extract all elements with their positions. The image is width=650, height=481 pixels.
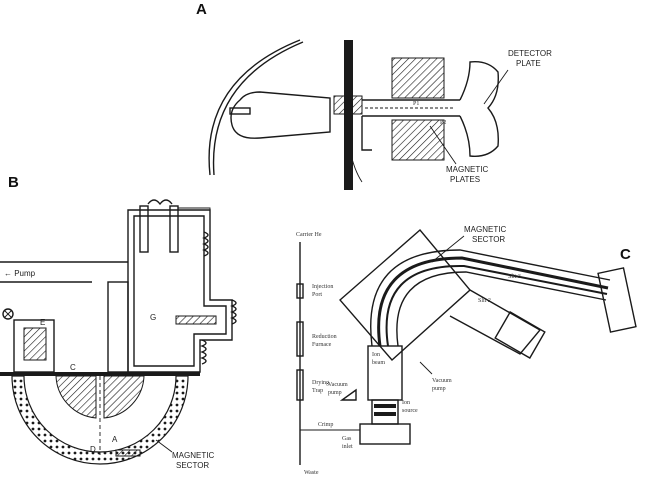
detector-pointer: [483, 69, 509, 105]
sector-c-pointer: [431, 235, 465, 263]
furnace-core: [23, 327, 47, 361]
glass-bulb: [230, 91, 331, 139]
label-vacuum-2-2: pump: [432, 386, 446, 392]
label-a: A: [112, 435, 118, 444]
label-drying-1: Drying: [312, 380, 329, 386]
label-slit3: Slit 3: [508, 274, 521, 280]
magnet-sector-box: [339, 229, 471, 361]
magnet-upper: [391, 57, 445, 99]
label-pump: ← Pump: [4, 269, 36, 278]
label-waste: Waste: [304, 470, 319, 476]
lead-wire: [349, 149, 363, 183]
electrode-left: [139, 205, 149, 253]
panel-a-letter: A: [196, 1, 207, 18]
label-ion-beam-1: Ion: [372, 352, 380, 358]
label-p2: P2: [440, 120, 446, 126]
plates-pointer: [429, 125, 457, 165]
beam-path-2: [385, 264, 608, 347]
label-magnetic-plates-1: MAGNETIC: [446, 165, 488, 174]
central-pole: [344, 40, 353, 190]
housing: [127, 209, 233, 373]
housing-inner: [133, 215, 227, 367]
label-vacuum-2-1: Vacuum: [432, 378, 452, 384]
source-block: [333, 95, 363, 115]
electrode-right: [169, 205, 179, 253]
wire-right: [178, 207, 211, 228]
label-detector-2: PLATE: [516, 59, 541, 68]
resistor-top: [202, 231, 209, 257]
label-crimp: Crimp: [318, 422, 333, 428]
label-sector-b-2: SECTOR: [176, 461, 209, 470]
collector-slit2: [494, 311, 546, 359]
label-sector-c-2: SECTOR: [472, 235, 505, 244]
sector-b-pointer: [155, 439, 173, 453]
label-gas-2: inlet: [342, 444, 353, 450]
label-ion-beam-2: beam: [372, 360, 385, 366]
label-g: G: [150, 313, 156, 322]
label-sector-c-1: MAGNETIC: [464, 225, 506, 234]
label-gas-1: Gas: [342, 436, 352, 442]
label-vacuum-1-2: pump: [328, 390, 342, 396]
support-bracket: [361, 116, 372, 151]
valve-cross-2: [3, 309, 13, 319]
pump-2-pointer: [419, 361, 433, 375]
detector-flare: [459, 61, 499, 157]
label-injection-1: Injection: [312, 284, 333, 290]
beam-path-1: [377, 256, 609, 347]
label-injection-2: Port: [312, 292, 322, 298]
label-sector-b-1: MAGNETIC: [172, 451, 214, 460]
chamber-left: [107, 281, 129, 373]
panel-c: C Carrier He Injection Port Reduction Fu…: [296, 225, 637, 476]
label-carrier: Carrier He: [296, 232, 322, 238]
label-magnetic-plates-2: PLATES: [450, 175, 480, 184]
label-detector-1: DETECTOR: [508, 49, 552, 58]
source-plate-2: [374, 412, 396, 416]
top-coil: [147, 199, 173, 206]
beam-inner: [396, 271, 607, 347]
label-drying-2: Trap: [312, 388, 323, 394]
drying-trap: [296, 369, 304, 401]
label-ion-source-2: source: [402, 408, 418, 414]
beam-outer: [370, 249, 611, 347]
resistor-side: [230, 299, 237, 325]
valve-icon: [2, 308, 14, 320]
pole-left: [55, 375, 97, 419]
collector: [115, 449, 141, 457]
label-reduction-2: Furnace: [312, 342, 332, 348]
label-slit2: Slit 2: [478, 298, 491, 304]
pump-arrow-1: [339, 388, 357, 401]
magnet-arc-inner: [212, 41, 304, 176]
label-ion-source-1: Ion: [402, 400, 410, 406]
magnet-arc: [208, 39, 301, 176]
reduction-furnace: [296, 321, 304, 357]
baseplate: [0, 372, 200, 376]
label-e: E: [40, 318, 45, 327]
magnetic-sector-b: [11, 375, 189, 465]
plate-g: [175, 315, 217, 325]
magnet-lower: [391, 119, 445, 161]
source-plate-1: [374, 404, 396, 408]
panel-a: A P1 P2 DETECTOR PLATE MAGNETIC PLATES: [196, 1, 552, 190]
panel-b-letter: B: [8, 174, 19, 191]
filament: [229, 107, 251, 115]
label-vacuum-1-1: Vacuum: [328, 382, 348, 388]
label-p1: P1: [413, 101, 419, 107]
label-d: D: [90, 445, 96, 454]
label-c: C: [70, 363, 76, 372]
label-reduction-1: Reduction: [312, 334, 337, 340]
branch-tube: [449, 289, 542, 355]
injection-port: [296, 283, 304, 299]
panel-b: B ← Pump G E C A: [0, 174, 237, 470]
resistor-bottom: [200, 339, 207, 365]
pole-right: [103, 375, 145, 419]
panel-c-letter: C: [620, 246, 631, 263]
collector-end: [597, 267, 637, 333]
flight-tube: [367, 345, 403, 401]
source-base: [359, 423, 411, 445]
